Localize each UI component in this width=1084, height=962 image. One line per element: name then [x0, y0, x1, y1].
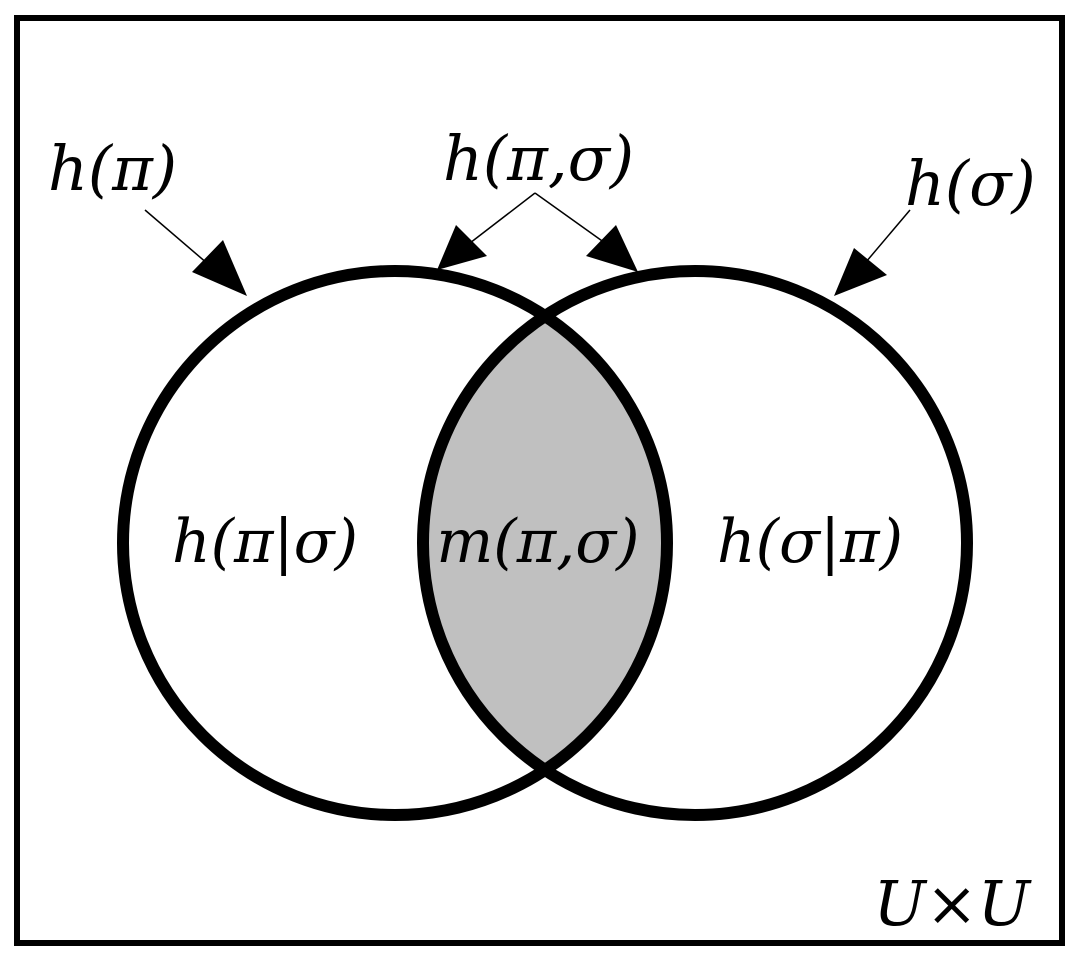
label-h-pi: h(π)	[48, 132, 177, 205]
label-h-pi-sigma: h(π,σ)	[443, 122, 634, 195]
label-h-sigma: h(σ)	[905, 147, 1036, 220]
arrow-h-sigma	[834, 209, 911, 296]
label-m-pi-sigma: m(π,σ)	[436, 507, 639, 577]
circle-pi	[117, 265, 673, 821]
circle-sigma	[417, 265, 973, 821]
label-universe: U×U	[874, 867, 1032, 940]
arrow-h-pi	[144, 209, 247, 296]
arrow-h-pi-sigma-right	[534, 192, 638, 272]
intersection-region	[423, 271, 667, 815]
arrow-h-pi-sigma-left	[437, 192, 536, 270]
label-h-sigma-given-pi: h(σ|π)	[717, 507, 903, 577]
label-h-pi-given-sigma: h(π|σ)	[172, 507, 358, 577]
